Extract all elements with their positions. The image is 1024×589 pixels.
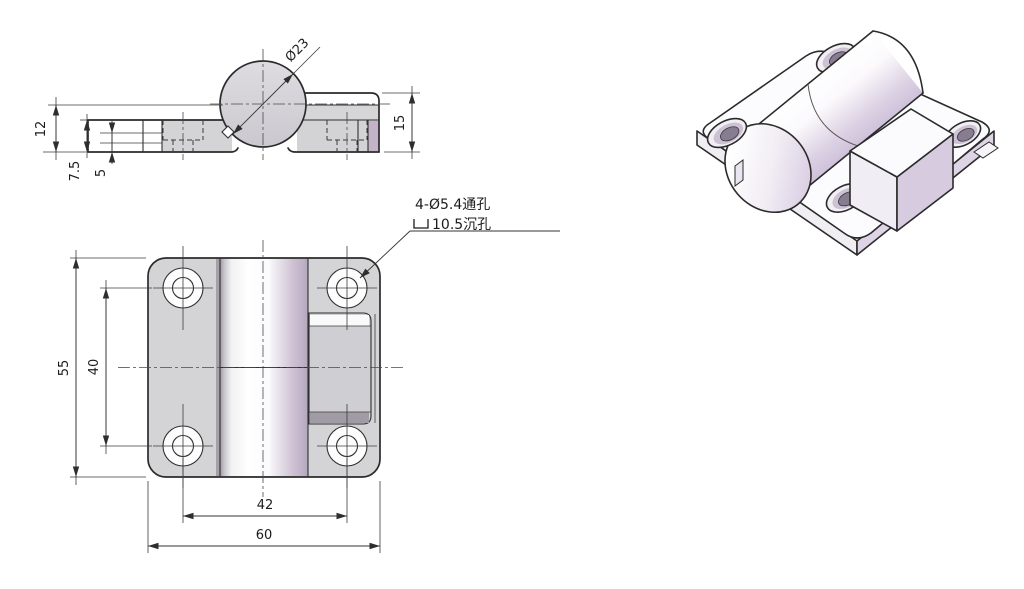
base-line-left xyxy=(87,147,239,153)
dim-15: 15 xyxy=(382,86,420,159)
plan-view: 55 40 42 60 4-Ø5.4通孔 10.5沉孔 xyxy=(57,197,560,553)
latch-block xyxy=(308,312,372,425)
dim-55: 55 xyxy=(57,250,146,485)
right-edge-purple-shade xyxy=(368,121,379,151)
dim-60: 60 xyxy=(147,481,381,553)
hole-bottom-right xyxy=(317,404,377,488)
dim-42: 42 xyxy=(182,458,348,523)
dim-label-55: 55 xyxy=(57,360,72,377)
dim-label-12: 12 xyxy=(34,121,49,138)
dim-label-5: 5 xyxy=(94,169,109,177)
dim-label-7-5: 7.5 xyxy=(68,161,83,182)
iso-edge-notch xyxy=(973,141,999,159)
left-arm-shade xyxy=(162,120,232,152)
dim-label-diameter: Ø23 xyxy=(283,36,313,66)
iso-cylinder-seam xyxy=(807,83,859,147)
latch-block-bottom-shadow xyxy=(310,412,369,423)
hole-bottom-left xyxy=(153,404,213,488)
hole-top-right xyxy=(317,246,377,330)
dim-label-15: 15 xyxy=(393,115,408,132)
dim-label-42: 42 xyxy=(257,498,274,513)
right-block-outline xyxy=(303,92,380,153)
right-block-upper-shade xyxy=(303,105,379,120)
base-line-right xyxy=(287,147,380,153)
hole-note-line2: 10.5沉孔 xyxy=(432,217,491,233)
hole-note: 4-Ø5.4通孔 10.5沉孔 xyxy=(359,197,560,279)
isometric-view xyxy=(696,30,999,256)
hidden-holes-right xyxy=(326,120,368,152)
iso-hole-left xyxy=(706,117,748,149)
iso-cylinder-far-cap xyxy=(872,30,924,94)
dim-5: 5 xyxy=(94,121,116,177)
dim-12: 12 xyxy=(34,97,223,160)
counterbore-symbol-icon xyxy=(413,219,429,229)
dim-label-60: 60 xyxy=(256,528,273,543)
hole-top-left xyxy=(153,246,213,330)
dim-label-40: 40 xyxy=(87,359,102,376)
dim-40: 40 xyxy=(87,280,152,454)
hole-note-line1: 4-Ø5.4通孔 xyxy=(415,197,490,213)
right-block-lower-shade xyxy=(297,120,379,152)
iso-block-top-face xyxy=(849,108,954,178)
iso-edge-tab xyxy=(734,159,744,187)
front-view: Ø23 12 7.5 5 xyxy=(34,36,420,182)
latch-block-top-highlight xyxy=(310,315,369,326)
chamfer-detail-diamond xyxy=(221,125,235,139)
dim-7-5: 7.5 xyxy=(68,114,91,182)
leader-line xyxy=(359,230,411,279)
